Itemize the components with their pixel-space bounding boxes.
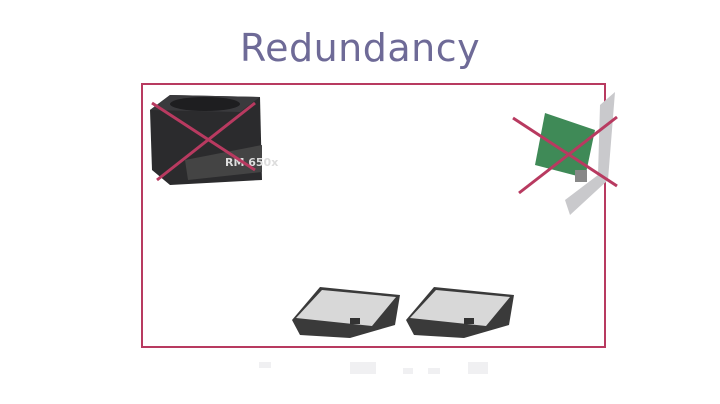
psu-failed-x-icon bbox=[151, 101, 256, 182]
network-card-image bbox=[535, 92, 615, 215]
faded-artifact bbox=[350, 362, 376, 374]
hard-drive-image-2 bbox=[406, 287, 514, 338]
slide-title: Redundancy bbox=[239, 26, 481, 70]
faded-artifact bbox=[468, 362, 488, 374]
hard-drive-image-1 bbox=[292, 287, 400, 338]
server-frame bbox=[141, 83, 606, 348]
faded-artifact bbox=[428, 368, 440, 374]
faded-artifact bbox=[259, 362, 271, 368]
nic-failed-x-icon bbox=[512, 115, 618, 195]
faded-artifact bbox=[403, 368, 413, 374]
